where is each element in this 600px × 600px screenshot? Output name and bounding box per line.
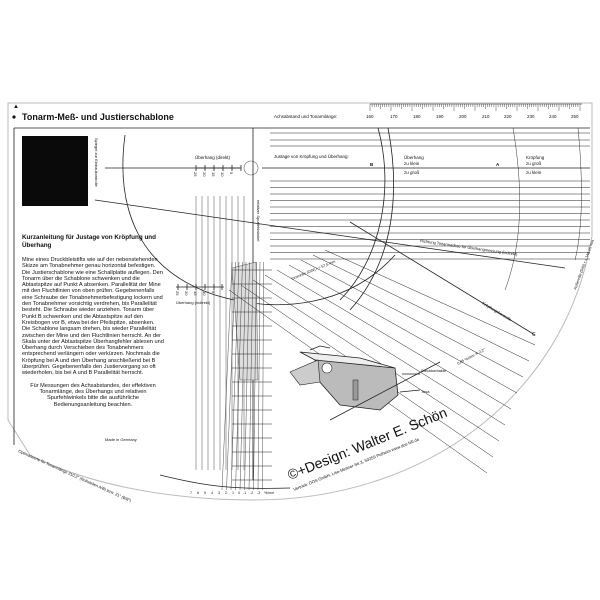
ruler-tick-label: 190 <box>436 114 444 119</box>
ruler-tick-label: 180 <box>413 114 421 119</box>
offset-line <box>300 259 524 378</box>
point-a-text: Kröpfung <box>526 155 545 160</box>
fan-line <box>257 261 261 491</box>
cartridge-sketch <box>289 345 441 421</box>
page-title: Tonarm-Meß- und Justierschablone <box>22 112 174 122</box>
fan-line <box>253 261 257 491</box>
offset-line <box>312 254 530 362</box>
offset-line <box>264 274 506 426</box>
overhang-vertical-lines <box>195 196 245 470</box>
tick-label: 10 <box>220 172 225 177</box>
made-in-label: Made in Germany <box>105 437 137 442</box>
dot-marker <box>12 115 16 119</box>
tick-label: 5 <box>229 172 234 175</box>
fan-line <box>235 261 243 491</box>
relative-error-label: relativer Spurfehlwinkel <box>256 200 261 241</box>
point-b[interactable]: B <box>370 162 374 167</box>
offset-line <box>324 249 536 346</box>
tracking-scale: 7 6 5 4 3 2 1 0 -1 -2 -3 %/mm <box>190 491 274 495</box>
scale-value: %/mm <box>264 491 274 495</box>
tick-label: 15 <box>211 172 216 177</box>
scale-value: 2 <box>225 491 227 495</box>
ruler-tick-label: 250 <box>571 114 579 119</box>
point-b-text: zu klein <box>404 161 420 166</box>
tick-label: 25 <box>175 291 180 296</box>
overhang-indirect-label: Überhang (indirekt) <box>176 300 211 305</box>
spindle-hole[interactable] <box>243 160 259 176</box>
ruler-tick-label: 170 <box>390 114 398 119</box>
ruler-tick-label: 200 <box>459 114 467 119</box>
fan-line <box>221 261 233 491</box>
point-a-text: zu klein <box>526 170 542 175</box>
point-c[interactable]: C <box>532 332 536 338</box>
card-outline <box>7 102 593 501</box>
scale-value: 0 <box>238 491 240 495</box>
scale-value: 5 <box>204 491 206 495</box>
offset-lines <box>228 249 536 474</box>
point-b-text: Überhang <box>404 154 424 160</box>
point-b-text: zu groß <box>404 170 420 175</box>
overhang-indirect-scale <box>176 284 224 290</box>
alignment-label: Justage von Kröpfung und Überhang: <box>274 153 349 159</box>
tesa-label: Tesa <box>421 389 430 394</box>
tracking-error-grid <box>221 261 272 491</box>
scale-value: 7 <box>190 491 192 495</box>
frame-lines <box>13 127 590 445</box>
arc-a <box>504 127 520 291</box>
arc-b2 <box>349 127 394 311</box>
overhang-direct-scale <box>195 165 242 171</box>
ruler-labels: 160 170 180 190 200 210 220 230 240 250 <box>366 114 579 119</box>
scale-value: -3 <box>257 491 260 495</box>
stylus-label: Steckkontakte <box>421 368 447 373</box>
instructions-note: Für Messungen des Achsabstandes, der eff… <box>30 382 156 408</box>
ruler-label: Achsabstand und Tonarmlänge: <box>274 114 337 119</box>
ruler-tick-label: 240 <box>549 114 557 119</box>
bottom-arc-line <box>159 474 291 489</box>
mirror-square <box>22 136 88 206</box>
scale-value: 3 <box>218 491 220 495</box>
fan-line <box>239 261 247 491</box>
offset-line <box>349 221 536 336</box>
offset-line <box>276 269 512 410</box>
fan-line <box>244 261 250 491</box>
alignment-lines <box>270 132 590 260</box>
arc-b <box>339 127 386 301</box>
tick-label: 20 <box>184 291 189 296</box>
fan-line <box>226 261 236 491</box>
fan-line <box>230 261 240 491</box>
tick-label: 10 <box>202 291 207 296</box>
tick-label: 5 <box>211 291 216 294</box>
offset-line <box>252 279 500 442</box>
ruler-tick-label: 160 <box>366 114 374 119</box>
instructions-panel: Kurzanleitung für Justage von Kröpfung u… <box>22 234 164 414</box>
direction-line <box>94 199 566 269</box>
tick-label: 25 <box>193 172 198 177</box>
inner-groove-arc <box>122 134 396 306</box>
scale-value: -1 <box>243 491 246 495</box>
ruler-tick-label: 210 <box>482 114 490 119</box>
ruler-tick-label: 220 <box>504 114 512 119</box>
scale-value: 1 <box>232 491 234 495</box>
scale-value: 6 <box>197 491 199 495</box>
arrow-marker: ▲ <box>13 104 19 110</box>
instructions-body: Mine eines Druckbleistifts wie auf der n… <box>22 257 164 377</box>
scale-value: 4 <box>211 491 213 495</box>
offset-line <box>288 264 518 394</box>
ruler-tick-label: 230 <box>527 114 535 119</box>
overhang-direct-label: Überhang (direkt) <box>195 154 231 160</box>
ruler <box>369 103 582 111</box>
instructions-heading: Kurzanleitung für Justage von Kröpfung u… <box>22 234 156 249</box>
mirror-label: Spiegel zur Einbaukontrolle <box>94 138 99 187</box>
point-a[interactable]: A <box>496 162 500 167</box>
point-a-text: zu groß <box>526 161 542 166</box>
tick-label: 20 <box>202 172 207 177</box>
fan-line <box>248 261 254 491</box>
tick-label: 15 <box>193 291 198 296</box>
scale-value: -2 <box>250 491 253 495</box>
